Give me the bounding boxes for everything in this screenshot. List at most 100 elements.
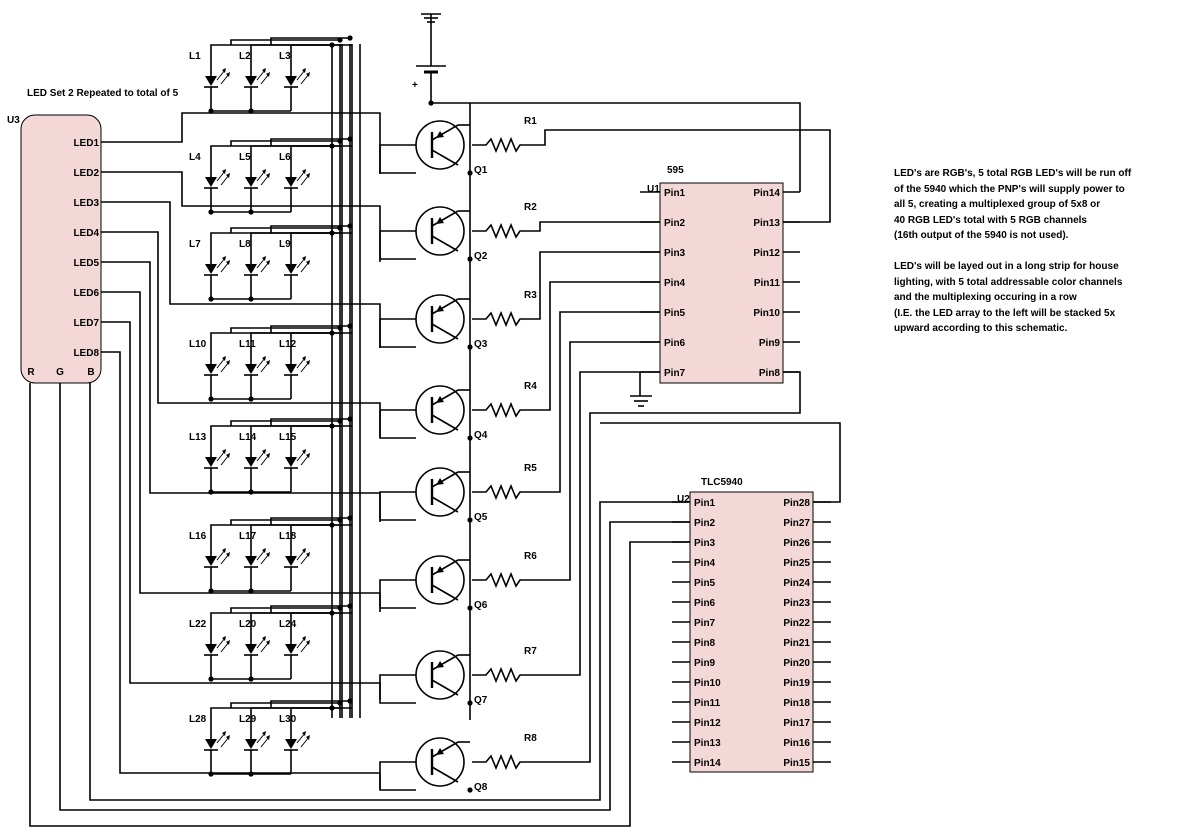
led-arrow-1 (256, 637, 266, 649)
notes-paragraph-2: LED's will be layed out in a long strip … (894, 260, 1123, 335)
led-label-l17: L17 (239, 531, 257, 542)
led-arrow-1 (216, 732, 226, 744)
row-bus-link (230, 327, 340, 333)
arrow-head (302, 256, 306, 261)
u1-left-pin4: Pin4 (664, 278, 686, 289)
led-triangle (245, 457, 257, 467)
arrow-head (306, 552, 310, 557)
row-bus-link (270, 700, 350, 708)
junction-dot (467, 517, 473, 523)
junction-dot (337, 418, 343, 424)
junction-dot (467, 605, 473, 611)
led-arrow-1 (256, 69, 266, 81)
u2-right-pin22: Pin22 (783, 618, 810, 629)
led-triangle (205, 364, 217, 374)
row-bus-link (270, 517, 350, 525)
led-label-l4: L4 (189, 152, 201, 163)
led-arrow-1 (296, 732, 306, 744)
led-triangle (245, 177, 257, 187)
junction-dot (329, 143, 335, 149)
junction-dot (467, 435, 473, 441)
red-channel (29, 383, 690, 827)
arrow-head (302, 356, 306, 361)
junction-dot (208, 296, 214, 302)
led-label-l3: L3 (279, 51, 291, 62)
arrow-head (222, 356, 226, 361)
u3-pin-led2: LED2 (73, 168, 99, 179)
led-arrow-2 (260, 641, 270, 653)
row-bus-link (230, 39, 340, 45)
u2-left-pin10: Pin10 (694, 678, 721, 689)
led-anode-lead (290, 425, 352, 457)
resistor-label-r5: R5 (524, 463, 537, 474)
r4-net (525, 281, 660, 411)
u1-right-pin13: Pin13 (753, 218, 780, 229)
u2-left-pin4: Pin4 (694, 558, 716, 569)
led-label-l6: L6 (279, 152, 291, 163)
transistor-arrow (436, 305, 444, 312)
led-arrow-1 (216, 637, 226, 649)
junction-dot (347, 515, 353, 521)
u3-pin-led1: LED1 (73, 138, 99, 149)
led-triangle (245, 644, 257, 654)
led-triangle (285, 644, 297, 654)
led-l20 (244, 636, 270, 656)
arrow-head (306, 72, 310, 77)
led-anode-lead (290, 232, 352, 264)
led4-net (101, 231, 381, 438)
led-arrow-2 (300, 736, 310, 748)
led-label-l16: L16 (189, 531, 207, 542)
arrow-head (226, 640, 230, 645)
arrow-head (226, 453, 230, 458)
junction-dot (337, 37, 343, 43)
arrow-head (306, 453, 310, 458)
u1-body (659, 182, 784, 384)
arrow-head (262, 636, 266, 641)
led-triangle (285, 457, 297, 467)
resistor-r2 (472, 222, 525, 240)
resistor-label-r7: R7 (524, 646, 537, 657)
led-l24 (284, 636, 310, 656)
row-bus-link (230, 227, 340, 233)
transistor-collector (431, 496, 459, 513)
resistor-label-r3: R3 (524, 290, 537, 301)
led-anode-lead (210, 145, 332, 177)
junction-dot (329, 705, 335, 711)
arrow-head (306, 173, 310, 178)
led-triangle (245, 76, 257, 86)
arrow-head (306, 360, 310, 365)
led-arrow-1 (296, 69, 306, 81)
led-triangle (205, 264, 217, 274)
led-l3 (284, 68, 310, 88)
junction-dot (347, 603, 353, 609)
u1-left-pin6: Pin6 (664, 338, 686, 349)
transistor-arrow (436, 566, 444, 573)
led-arrow-1 (296, 637, 306, 649)
transistor-label-q5: Q5 (474, 512, 488, 523)
r1-net (525, 129, 831, 223)
led-label-l18: L18 (279, 531, 297, 542)
u1-left-pin1: Pin1 (664, 188, 686, 199)
led-triangle (245, 364, 257, 374)
led-arrow-2 (220, 736, 230, 748)
transistor-q6 (415, 555, 465, 605)
transistor-q4 (415, 385, 465, 435)
led-anode-lead (290, 332, 352, 364)
u1-right-pin14: Pin14 (753, 188, 780, 199)
transistor-label-q3: Q3 (474, 339, 488, 350)
junction-dot (467, 256, 473, 262)
junction-dot (208, 396, 214, 402)
row-bus-link (270, 325, 350, 333)
row-bus-link (230, 607, 340, 613)
resistor-r3 (472, 310, 525, 328)
led-l17 (244, 548, 270, 568)
u1-left-pin3: Pin3 (664, 248, 686, 259)
arrow-head (222, 449, 226, 454)
resistor-r4 (472, 401, 525, 419)
transistor-q7 (415, 650, 465, 700)
arrow-head (262, 548, 266, 553)
led-label-l29: L29 (239, 714, 257, 725)
u2-left-pin13: Pin13 (694, 738, 721, 749)
r6-net (525, 341, 660, 581)
led-anode-lead (210, 707, 332, 739)
